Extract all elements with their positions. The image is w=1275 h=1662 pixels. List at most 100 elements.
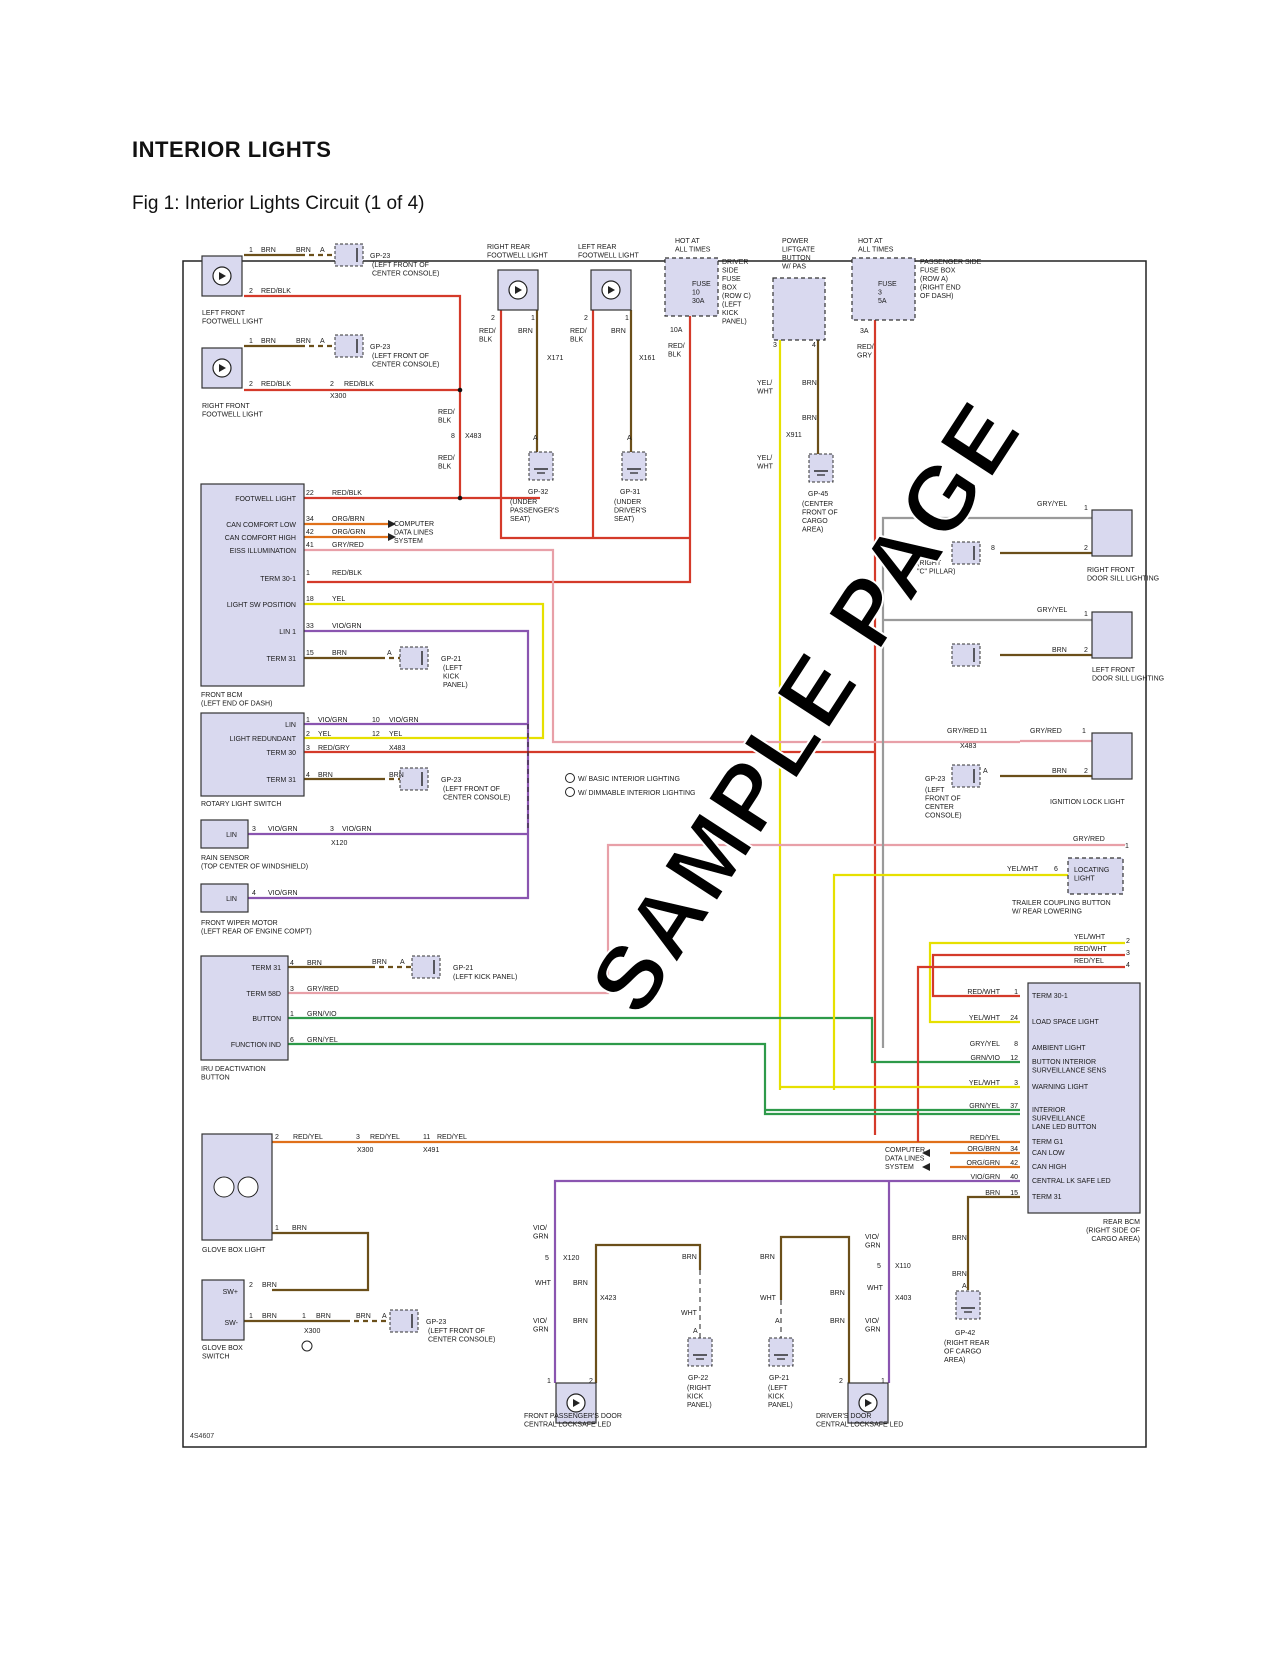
diagram-label: 34: [1010, 1146, 1018, 1153]
front-bcm-pin-label: CAN COMFORT LOW: [226, 522, 296, 529]
rear-bcm-pin-label: LOAD SPACE LIGHT: [1032, 1019, 1100, 1026]
rear-bcm-pin-label: CAN HIGH: [1032, 1164, 1066, 1171]
diagram-label: 3: [290, 986, 294, 993]
diagram-label: 6: [290, 1037, 294, 1044]
diagram-label: 11: [980, 728, 987, 735]
diagram-label: 4: [306, 772, 310, 779]
diagram-label: 22: [306, 490, 314, 497]
rr-footwell-light-housing: [497, 269, 539, 311]
diagram-label: ORG/GRN: [332, 529, 365, 536]
diagram-label: BRN: [261, 338, 276, 345]
iru-pin-label: FUNCTION IND: [231, 1042, 281, 1049]
diagram-label: 11: [423, 1134, 430, 1141]
diagram-label: GP-21: [453, 965, 473, 972]
glove-box-switch: [201, 1279, 245, 1341]
fp-door-brn-wire: [594, 1243, 702, 1383]
diagram-label: 2: [1126, 938, 1130, 945]
front-wiper-motor: [200, 883, 249, 913]
diagram-label: A: [627, 435, 632, 442]
diagram-label: YEL/WHT: [757, 455, 774, 471]
glove-lamp-icon: [213, 1176, 235, 1198]
diagram-label: RED/BLK: [344, 381, 374, 388]
dr-door-led-housing: [847, 1382, 889, 1424]
diagram-label: BRN: [1052, 647, 1067, 654]
diagram-label: BRN: [802, 415, 817, 422]
diagram-label: RED/BLK: [570, 328, 587, 344]
iru-button-wire: [288, 1016, 1020, 1064]
diagram-label: 12: [1010, 1055, 1018, 1062]
figure-code: 4S4607: [190, 1433, 214, 1440]
diagram-label: VIO/GRN: [332, 623, 362, 630]
gp21-door-splice: [768, 1337, 794, 1367]
diagram-label: BRN: [307, 960, 322, 967]
diagram-label: BRN: [316, 1313, 331, 1320]
diagram-label: X161: [639, 355, 655, 362]
diagram-label: GRN/YEL: [307, 1037, 338, 1044]
diagram-label: X423: [600, 1295, 616, 1302]
bcm-lin-wire: [268, 629, 530, 900]
glove-box-light: [201, 1133, 273, 1241]
trailer-yelwht-wire: [832, 873, 1068, 1090]
iru-pin-label: TERM 31: [251, 965, 281, 972]
iru-pin-label: BUTTON: [252, 1016, 281, 1023]
diagram-label: 6: [1054, 866, 1058, 873]
front-bcm-module: [200, 483, 305, 687]
rotary-pin-label: TERM 31: [266, 777, 296, 784]
diagram-label: 3: [1014, 1080, 1018, 1087]
diagram-label: ORG/BRN: [967, 1146, 1000, 1153]
diagram-label: X491: [423, 1147, 439, 1154]
diagram-label: X483: [465, 433, 481, 440]
arrow-icon: [922, 1163, 930, 1171]
diagram-label: YEL/WHT: [757, 380, 774, 396]
diagram-label: VIO/GRN: [268, 826, 298, 833]
diagram-label: BRN: [573, 1280, 588, 1287]
diagram-label: IGNITION LOCK LIGHT: [1050, 799, 1125, 806]
bcm-yel-wire: [304, 602, 545, 740]
diagram-label: LIN: [226, 832, 237, 839]
diagram-label: BRN: [296, 338, 311, 345]
diagram-label: YEL: [332, 596, 345, 603]
gp23-gb-splice: [389, 1309, 419, 1333]
diagram-label: 5: [877, 1263, 881, 1270]
front-bcm-pin-label: TERM 31: [266, 656, 296, 663]
diagram-label: 1: [1084, 611, 1088, 618]
diagram-label: 3: [773, 342, 777, 349]
diagram-label: 2: [1084, 647, 1088, 654]
diagram-label: 18: [306, 596, 314, 603]
diagram-label: 1: [302, 1313, 306, 1320]
lf-footwell-light-housing: [201, 255, 243, 297]
diagram-label: RED/WHT: [967, 989, 1000, 996]
diagram-label: 2: [1084, 768, 1088, 775]
gp21-iru-splice: [411, 955, 441, 979]
rear-bcm-pin-label: CENTRAL LK SAFE LED: [1032, 1178, 1111, 1185]
diagram-label: 15: [1010, 1190, 1018, 1197]
component-layer: [200, 243, 1141, 1424]
note-1-icon: [565, 773, 575, 783]
diagram-label: W/ BASIC INTERIOR LIGHTING: [578, 776, 680, 783]
diagram-label: WHT: [535, 1280, 552, 1287]
diagram-label: X300: [330, 393, 346, 400]
diagram-label: BRN: [262, 1313, 277, 1320]
diagram-label: VIO/GRN: [533, 1318, 549, 1334]
diagram-label: RED/GRY: [857, 344, 874, 360]
diagram-label: 1: [1084, 505, 1088, 512]
fuse-3-box: [851, 257, 916, 321]
diagram-label: BRN: [292, 1225, 307, 1232]
diagram-label: 40: [1010, 1174, 1018, 1181]
diagram-label: VIO/GRN: [342, 826, 372, 833]
diagram-label: 37: [1010, 1103, 1018, 1110]
diagram-label: RED/YEL: [970, 1135, 1000, 1142]
